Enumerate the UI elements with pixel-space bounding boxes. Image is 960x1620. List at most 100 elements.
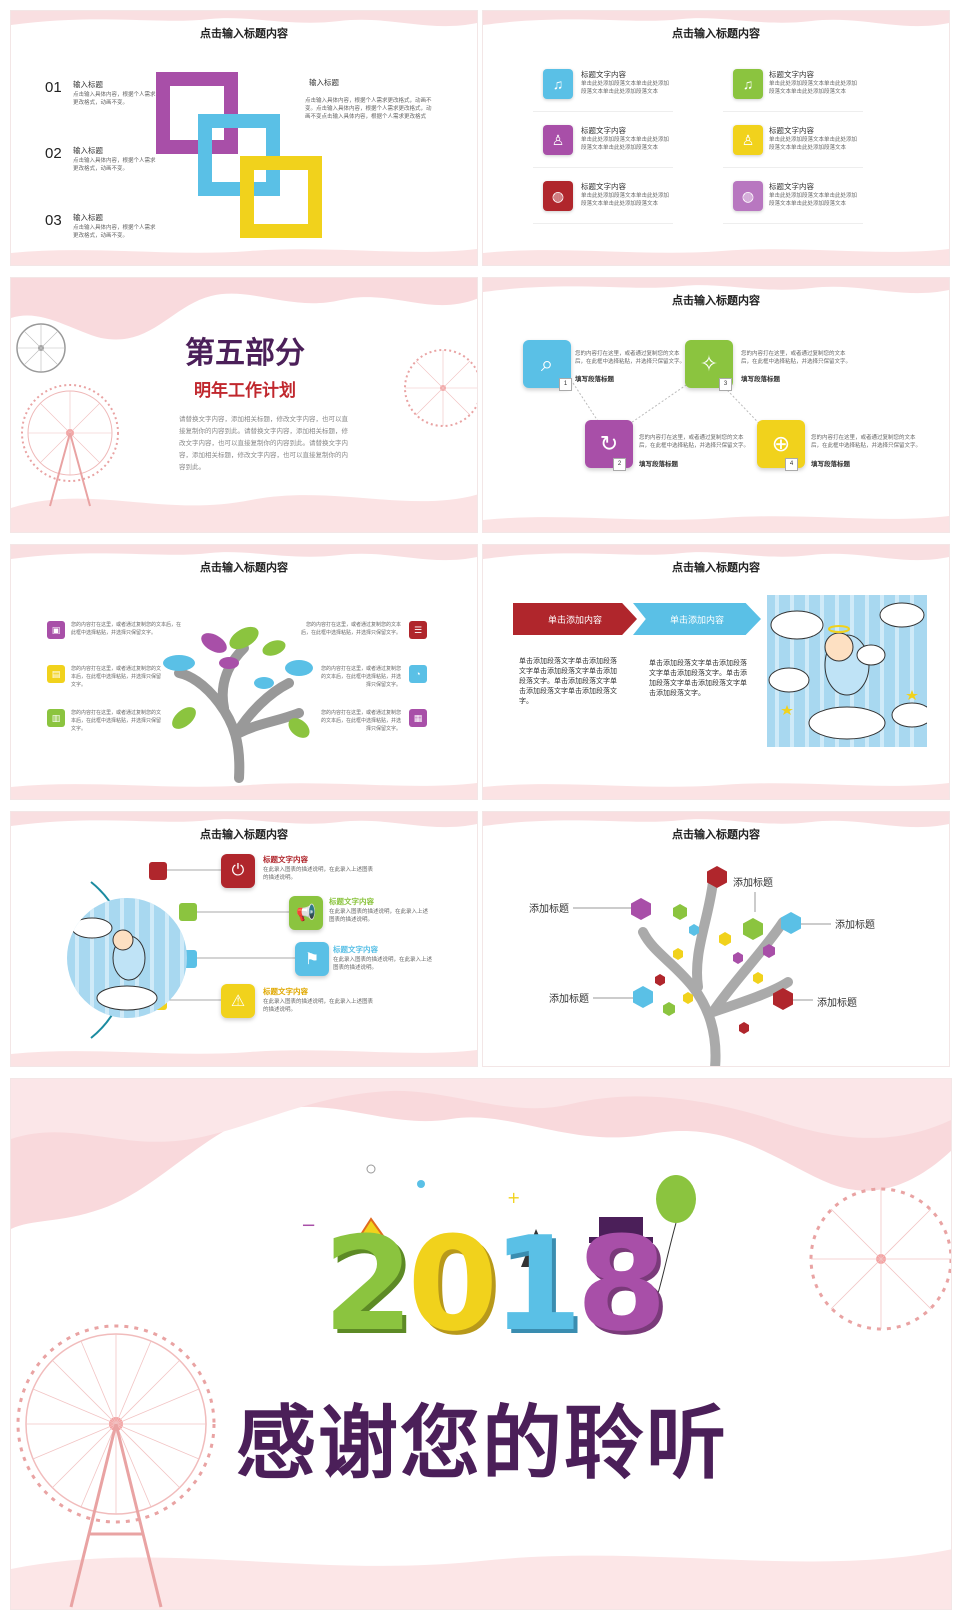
item-desc: 您的内容打在这里，或者通过复制您的文本后，在此框中选择粘贴，并选择只保留文字。 <box>71 710 162 732</box>
step-number: 1 <box>559 378 572 391</box>
pink-wave-decoration <box>483 249 949 265</box>
hex-node <box>655 974 665 986</box>
pink-wave-decoration <box>11 249 477 265</box>
branch-label: 添加标题 <box>549 994 589 1005</box>
power-icon: ⏻ <box>221 854 255 888</box>
hex-node <box>733 952 743 964</box>
ferris-wheel-icon <box>21 384 119 507</box>
dashed-connector-lines <box>572 369 774 439</box>
paragraph-1: 单击添加段落文字单击添加段落文字单击添加段落文字单击添加段落文字。单击添加段落文… <box>519 658 617 705</box>
item-label: 标题文字内容 <box>329 897 374 906</box>
year-digit: 0 <box>407 1208 499 1360</box>
slide-title: 点击输入标题内容 <box>200 28 288 40</box>
right-desc: 点击输入具体内容，根据个人需求更改格式，动画不变。点击输入具体内容，根据个人需求… <box>305 98 432 120</box>
hex-node <box>673 904 687 920</box>
clock-icon: ◔ <box>409 665 427 683</box>
slide-title: 点击输入标题内容 <box>672 829 760 841</box>
ferris-wheel-icon <box>404 349 477 427</box>
item-label: 标题文字内容 <box>263 987 308 996</box>
slide-2[interactable]: 点击输入标题内容 ♫ 标题文字内容 单击此处添加段落文本单击此处添加段落文本单击… <box>482 10 950 266</box>
pink-paper-waves <box>11 278 477 532</box>
pink-wave-decoration <box>11 1050 477 1066</box>
item-desc: 您的内容打在这里，或者通过复制您的文本后，在此框中选择粘贴，并选择只保留文字。 <box>71 666 162 688</box>
hex-node <box>743 918 763 940</box>
step-number: 3 <box>719 378 732 391</box>
music-icon: ♫ <box>733 69 763 99</box>
divider <box>723 111 863 112</box>
slide-1[interactable]: 点击输入标题内容 01 输入标题 点击输入具体内容，根据个人需求更改格式，动画不… <box>10 10 478 266</box>
step-desc: 您的内容打在这里，或者通过复制您的文本后，在此框中选择粘贴，并选择只保留文字。 <box>811 435 922 449</box>
hex-node <box>781 912 801 934</box>
divider <box>533 167 673 168</box>
divider <box>533 223 673 224</box>
slide-6[interactable]: 点击输入标题内容 单击添加内容 单击添加内容 单击添加段落文字单击添加段落文字单… <box>482 544 950 800</box>
item-desc: 您的内容打在这里，或者通过复制您的文本后，在此框中选择粘贴，并选择只保留文字。 <box>71 622 182 636</box>
pink-paper-waves <box>11 1079 951 1609</box>
item-desc: 您的内容打在这里，或者通过复制您的文本后，在此框中选择粘贴，并选择只保留文字。 <box>321 710 402 732</box>
wallet-icon: ▣ <box>47 621 65 639</box>
person-icon: ♙ <box>733 125 763 155</box>
chart-icon: ▦ <box>409 709 427 727</box>
year-2018: 2 0 1 8 <box>307 1209 677 1359</box>
hex-node <box>689 924 699 936</box>
item-desc: 在此录入图表的描述说明，在此录入上述图表的描述说明。 <box>263 999 374 1013</box>
node-marker <box>149 862 167 880</box>
year-digit: 1 <box>492 1208 583 1360</box>
step-number: 4 <box>785 458 798 471</box>
step-label: 填写段落标题 <box>639 461 678 468</box>
hex-node <box>753 972 763 984</box>
list-item: 标题文字内容 单击此处添加段落文本单击此处添加段落文本单击此处添加段落文本 <box>769 70 858 95</box>
hex-node <box>631 898 651 920</box>
step-desc: 您的内容打在这里，或者通过复制您的文本后，在此框中选择粘贴，并选择只保留文字。 <box>575 351 686 365</box>
slide-title: 点击输入标题内容 <box>672 562 760 574</box>
item-desc: 在此录入图表的描述说明，在此录入上述图表的描述说明。 <box>329 909 429 923</box>
list-item: 标题文字内容 单击此处添加段落文本单击此处添加段落文本单击此处添加段落文本 <box>581 70 670 95</box>
slide-5[interactable]: 点击输入标题内容 ▣ 您的内容打在这里，或者通过复制您的文本后，在此框中选择粘贴… <box>10 544 478 800</box>
ferris-wheel-icon <box>16 1324 216 1608</box>
slide-title: 点击输入标题内容 <box>672 28 760 40</box>
step-label: 填写段落标题 <box>811 461 850 468</box>
hex-node <box>739 1022 749 1034</box>
step-label: 填写段落标题 <box>575 376 614 383</box>
node-marker <box>179 903 197 921</box>
chain-links-graphic <box>156 72 322 238</box>
pink-wave-decoration <box>483 812 949 828</box>
item-desc: 您的内容打在这里，或者通过复制您的文本后，在此框中选择粘贴，并选择只保留文字。 <box>301 622 402 636</box>
pink-wave-decoration <box>483 545 949 561</box>
tree-graphic <box>163 626 313 783</box>
ferris-wheel-small-icon <box>16 323 66 373</box>
item-desc: 您的内容打在这里，或者通过复制您的文本后，在此框中选择粘贴，并选择只保留文字。 <box>321 666 402 688</box>
pink-wave-decoration <box>11 545 477 561</box>
svg-text:+: + <box>507 1188 520 1207</box>
right-label: 输入标题 <box>309 78 339 87</box>
step-desc: 您的内容打在这里，或者通过复制您的文本后，在此框中选择粘贴，并选择只保留文字。 <box>639 435 750 449</box>
pink-wave-decoration <box>11 783 477 799</box>
item-label: 标题文字内容 <box>333 945 378 954</box>
slide-3[interactable]: 第五部分 明年工作计划 请替换文字内容，添加相关标题，修改文字内容，也可以直接复… <box>10 277 478 533</box>
tab-2[interactable]: 单击添加内容 <box>633 603 761 635</box>
slide-8[interactable]: 点击输入标题内容 添加标题 添加标题 添加标题 添加标题 添加标题 <box>482 811 950 1067</box>
hex-node <box>773 988 793 1010</box>
hex-node <box>763 944 775 958</box>
section-body: 请替换文字内容，添加相关标题，修改文字内容，也可以直接复制你的内容到此。请替换文… <box>179 416 348 471</box>
person-icon: ♙ <box>543 125 573 155</box>
item-desc: 在此录入图表的描述说明，在此录入上述图表的描述说明。 <box>333 957 433 971</box>
warning-icon: ⚠ <box>221 984 255 1018</box>
slide-7[interactable]: 点击输入标题内容 ⏻ 标题文字内容 在此录入图表的描述说明，在此录入上述图表的描… <box>10 811 478 1067</box>
angel-circle-illustration <box>67 898 187 1018</box>
slide-4[interactable]: 点击输入标题内容 ⌕ 1 您的内容打在这里，或者通过复制您的文本后，在此框中选择… <box>482 277 950 533</box>
divider <box>723 223 863 224</box>
pink-wave-decoration <box>483 516 949 532</box>
section-subheading: 明年工作计划 <box>194 381 296 400</box>
year-digit: 8 <box>576 1208 667 1360</box>
tab-1[interactable]: 单击添加内容 <box>513 603 637 635</box>
globe-icon: ◍ <box>543 181 573 211</box>
list-item: 标题文字内容 单击此处添加段落文本单击此处添加段落文本单击此处添加段落文本 <box>581 126 670 151</box>
music-icon: ♫ <box>543 69 573 99</box>
pink-wave-decoration <box>483 11 949 27</box>
hex-node <box>719 932 731 946</box>
step-label: 填写段落标题 <box>741 376 780 383</box>
hex-node <box>673 948 683 960</box>
slide-title: 点击输入标题内容 <box>672 295 760 307</box>
